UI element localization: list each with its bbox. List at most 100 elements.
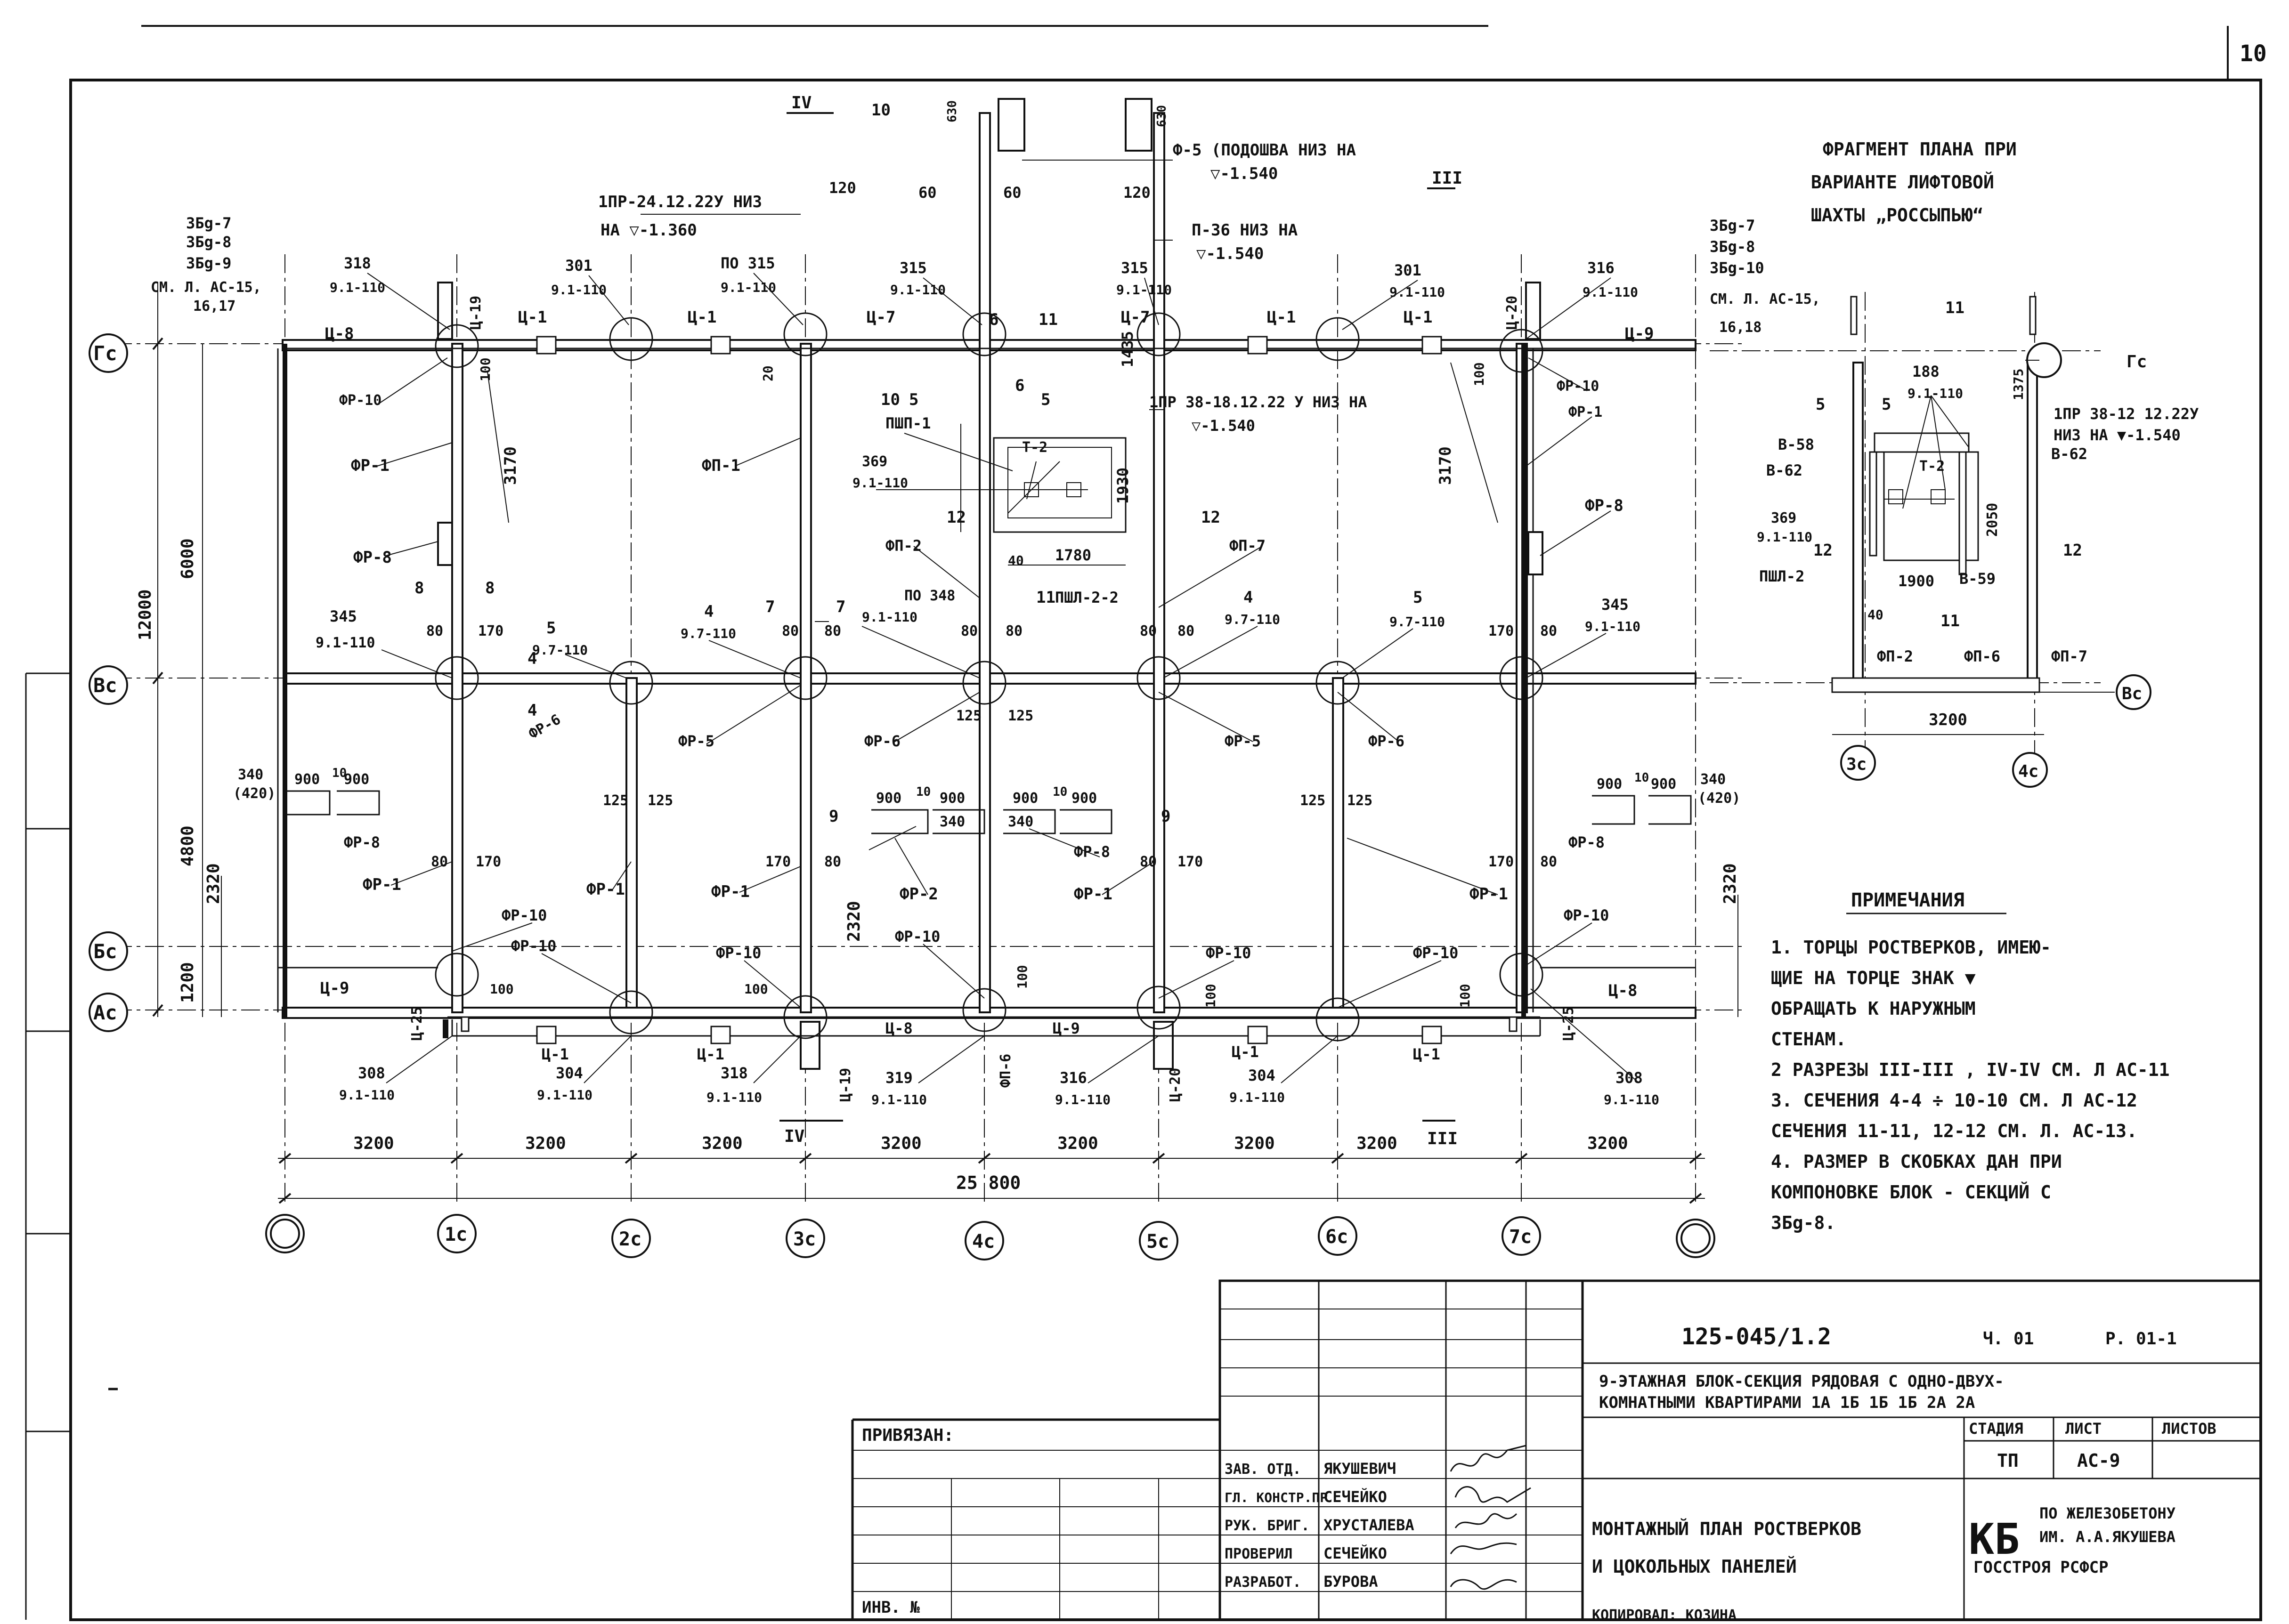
wall-blocks (461, 336, 1518, 1044)
dim-630-b: 630 (1155, 105, 1169, 127)
axis-label-1s: 1с (445, 1224, 467, 1245)
tb-org-logo: КБ (1969, 1515, 2020, 1564)
label-f5: Ф-5 (ПОДОШВА НИЗ НА (1173, 141, 1356, 160)
tb-part: Ч. 01 (1983, 1329, 2034, 1349)
dim-12000: 12000 (136, 590, 155, 640)
fragment-b58: В-58 (1778, 436, 1814, 453)
label-fr8-e: ФР-8 (1568, 833, 1605, 851)
section-4-a: 4 (528, 649, 537, 668)
notes-line-1: ЩИЕ НА ТОРЦЕ ЗНАК ▼ (1771, 968, 1976, 988)
tb-code: 125-045/1.2 (1681, 1324, 1831, 1350)
tb-desc2: КОМНАТНЫМИ КВАРТИРАМИ 1А 1Б 1Б 1Б 2А 2А (1599, 1393, 1975, 1412)
label-c25-a: Ц-25 (409, 1007, 425, 1041)
section-8-a: 8 (414, 579, 424, 598)
fragment-sec12b: 12 (2063, 541, 2082, 560)
label-c1-d: Ц-1 (1404, 308, 1432, 327)
fragment-pr38b: НИЗ НА ▼-1.540 (2054, 426, 2181, 444)
label-fr1-d: ФР-1 (586, 880, 625, 899)
notes-line-2: ОБРАЩАТЬ К НАРУЖНЫМ (1771, 998, 1976, 1019)
label-315s-a: 9.1-110 (890, 282, 946, 298)
dim-80-j: 80 (824, 854, 841, 870)
axis-label-Gs: Гс (93, 342, 117, 365)
fragment-sec12a: 12 (1813, 541, 1833, 560)
label-c7-a: Ц-7 (867, 308, 895, 327)
label-345s-b: 9.1-110 (1585, 619, 1640, 634)
dim-bay-1: 3200 (353, 1134, 394, 1153)
tb-drawing-title1: МОНТАЖНЫЙ ПЛАН РОСТВЕРКОВ (1592, 1519, 1861, 1539)
dim-4800: 4800 (178, 825, 197, 866)
dim-10-c: 10 (1053, 785, 1067, 799)
section-4-b: 4 (528, 701, 537, 720)
label-315s-b: 9.1-110 (1116, 282, 1172, 298)
dim-125-f: 125 (1008, 708, 1033, 724)
notes-line-8: КОМПОНОВКЕ БЛОК - СЕКЦИЙ С (1771, 1182, 2051, 1203)
label-c9-bot: Ц-9 (320, 979, 349, 998)
label-4s-b: 9.7-110 (1225, 612, 1280, 627)
label-c19-bot: Ц-19 (837, 1068, 854, 1102)
section-9-b: 9 (1161, 807, 1170, 826)
tb-role-2: РУК. БРИГ. (1225, 1518, 1310, 1534)
section-7-a: 7 (765, 598, 775, 616)
tb-role-3: ПРОВЕРИЛ (1225, 1546, 1293, 1562)
dim-3170-right: 3170 (1436, 446, 1455, 485)
label-c9-mid: Ц-9 (1053, 1019, 1080, 1037)
fragment-369s: 9.1-110 (1757, 529, 1812, 545)
dim-80-l: 80 (1540, 854, 1557, 870)
label-318s-a: 9.1-110 (330, 280, 385, 295)
dim-340-c: 340 (1008, 814, 1033, 830)
label-345-b: 345 (1601, 596, 1629, 614)
section-III-top: III (1432, 169, 1462, 188)
label-f5b: ▽-1.540 (1210, 164, 1278, 183)
label-psh1: ПШП-1 (885, 414, 931, 432)
dim-900-d: 900 (940, 790, 965, 807)
dimension-ticks (152, 337, 1702, 1204)
dim-340-a: 340 (238, 767, 263, 783)
notes: ПРИМЕЧАНИЯ 1. ТОРЦЫ РОСТВЕРКОВ, ИМЕЮ- ЩИ… (1771, 889, 2169, 1233)
dim-bay-3: 3200 (702, 1134, 743, 1153)
dim-170-a: 170 (478, 623, 503, 639)
dim-420-b: (420) (1698, 790, 1740, 807)
label-ref-left-0: ЗБg-7 (186, 214, 231, 232)
label-fr6-c: ФР-6 (1368, 732, 1404, 750)
dim-10-b: 10 (916, 785, 931, 799)
page-number: 10 (2240, 40, 2267, 67)
label-5-a: 5 (546, 619, 556, 638)
fragment-title-2: ШАХТЫ „РОССЫПЬЮ“ (1811, 205, 1983, 226)
fragment-ref-3: СМ. Л. АС-15, (1710, 291, 1820, 307)
fragment-title-1: ВАРИАНТЕ ЛИФТОВОЙ (1811, 172, 1994, 193)
dim-900-a: 900 (294, 771, 320, 788)
label-t2: Т-2 (1022, 439, 1047, 456)
label-fr1-c: ФР-1 (363, 875, 401, 894)
tb-inv: ИНВ. № (862, 1598, 920, 1617)
axis-label-2s: 2с (619, 1228, 641, 1250)
fragment-ref-0: ЗБg-7 (1710, 217, 1755, 234)
fragment-b62r: В-62 (2051, 445, 2087, 463)
fragment-sec11a: 11 (1945, 299, 1964, 317)
section-6-b: 6 (1015, 376, 1024, 395)
fragment-2050: 2050 (1984, 503, 2001, 537)
label-fr10-d: ФР-10 (511, 937, 556, 955)
label-304s-b: 9.1-110 (1229, 1090, 1285, 1105)
label-c20-top: Ц-20 (1504, 296, 1520, 330)
dim-630-a: 630 (945, 100, 959, 122)
label-345s-a: 9.1-110 (316, 635, 375, 651)
dim-1930: 1930 (1114, 468, 1132, 504)
dim-3170-left: 3170 (501, 446, 520, 485)
dim-80-c: 80 (824, 623, 841, 639)
label-5s-a: 9.7-110 (532, 642, 588, 658)
dim-170-d: 170 (765, 854, 791, 870)
label-fp6: ФП-6 (998, 1054, 1014, 1088)
label-fr1-e: ФР-1 (711, 882, 750, 901)
dim-1200: 1200 (178, 962, 197, 1003)
fragment-pr38: 1ПР 38-12 12.22У (2054, 405, 2199, 423)
notes-line-5: 3. СЕЧЕНИЯ 4-4 ÷ 10-10 СМ. Л АС-12 (1771, 1090, 2137, 1111)
label-ref-left-4: 16,17 (193, 298, 235, 315)
label-fr10-i: ФР-10 (1564, 906, 1609, 924)
section-10-b: 10 (881, 390, 900, 409)
tb-name-0: ЯКУШЕВИЧ (1323, 1460, 1396, 1478)
label-c1-e: Ц-1 (542, 1045, 569, 1063)
fragment-ref-2: ЗБg-10 (1710, 259, 1764, 277)
label-c9-top: Ц-9 (1625, 324, 1654, 343)
leader-lines (367, 160, 1640, 1083)
